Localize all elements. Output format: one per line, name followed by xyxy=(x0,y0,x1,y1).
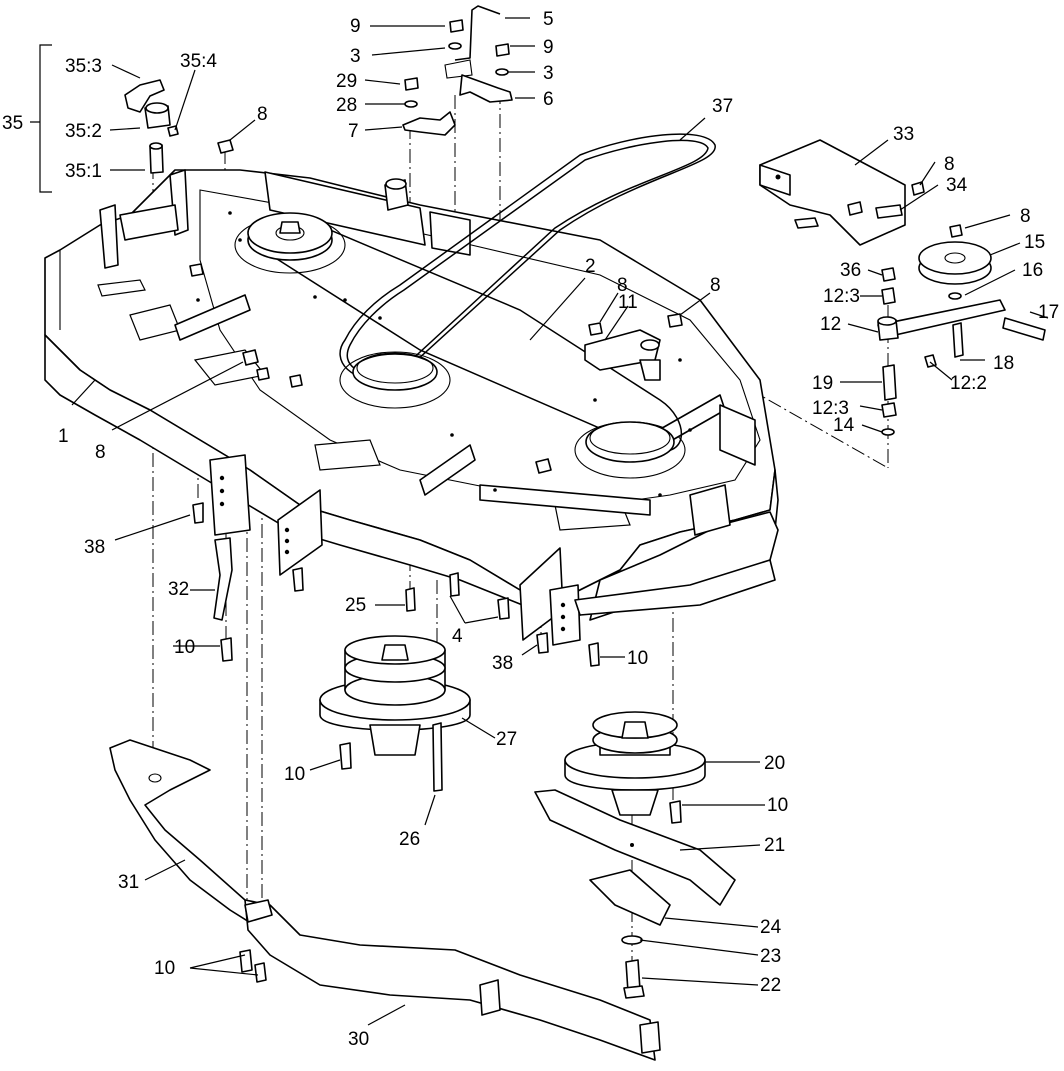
callout-4: 4 xyxy=(452,626,463,647)
callout-8e: 8 xyxy=(710,275,721,296)
callout-11: 11 xyxy=(618,292,638,313)
callout-37: 37 xyxy=(712,96,733,117)
callout-3b: 3 xyxy=(543,63,554,84)
callout-12: 12 xyxy=(820,314,841,335)
callout-35-2: 35:2 xyxy=(65,121,102,142)
callout-27: 27 xyxy=(496,729,517,750)
callout-7: 7 xyxy=(348,121,359,142)
callout-30: 30 xyxy=(348,1029,369,1050)
callout-36: 36 xyxy=(840,260,861,281)
callout-12-2: 12:2 xyxy=(950,373,987,394)
callout-3: 3 xyxy=(350,46,361,67)
callout-34: 34 xyxy=(946,175,968,196)
callout-10b: 10 xyxy=(627,648,648,669)
callout-8c: 8 xyxy=(1020,206,1031,227)
callout-10c: 10 xyxy=(284,764,305,785)
spindle-assembly-20 xyxy=(564,711,706,824)
callout-1: 1 xyxy=(58,426,69,447)
spindle-assembly-27 xyxy=(319,635,471,792)
callout-17: 17 xyxy=(1038,302,1059,323)
callout-33: 33 xyxy=(893,124,914,145)
callout-32: 32 xyxy=(168,579,189,600)
callout-26: 26 xyxy=(399,829,420,850)
callout-10e: 10 xyxy=(154,958,175,979)
callout-9b: 9 xyxy=(543,37,554,58)
callout-labels: 35 35:3 35:4 35:2 35:1 8 9 3 29 28 7 5 9… xyxy=(2,9,1059,1050)
blade-21 xyxy=(534,789,736,906)
callout-14: 14 xyxy=(833,415,855,436)
deck-bolts xyxy=(192,502,600,667)
callout-35: 35 xyxy=(2,113,23,134)
flange-nuts-8 xyxy=(189,139,683,474)
callout-10d: 10 xyxy=(767,795,788,816)
callout-2: 2 xyxy=(585,256,596,277)
blade-plate-24 xyxy=(589,869,671,926)
callout-6: 6 xyxy=(543,89,554,110)
rods-and-hardware xyxy=(402,5,513,136)
callout-21: 21 xyxy=(764,835,785,856)
callout-38: 38 xyxy=(84,537,105,558)
callout-5: 5 xyxy=(543,9,554,30)
leader-lines xyxy=(30,17,1049,1026)
callout-38b: 38 xyxy=(492,653,513,674)
idler-bracket-33 xyxy=(759,139,925,246)
deck-pulley-right xyxy=(585,421,675,463)
callout-35-1: 35:1 xyxy=(65,161,102,182)
washer-23-bolt-22 xyxy=(621,935,645,999)
callout-35-4: 35:4 xyxy=(180,51,217,72)
callout-12-3b: 12:3 xyxy=(812,398,849,419)
deck-idler-arm-11 xyxy=(584,329,661,381)
callout-8d: 8 xyxy=(617,275,628,296)
callout-31: 31 xyxy=(118,872,139,893)
callout-18: 18 xyxy=(993,353,1014,374)
callout-23: 23 xyxy=(760,946,781,967)
callout-12-3a: 12:3 xyxy=(823,286,860,307)
callout-22: 22 xyxy=(760,975,781,996)
deck-center-spindle-post xyxy=(384,178,409,211)
callout-15: 15 xyxy=(1024,232,1045,253)
callout-8f: 8 xyxy=(95,442,106,463)
baffle-30 xyxy=(239,899,661,1061)
callout-8b: 8 xyxy=(944,154,955,175)
idler-arm-assembly-12 xyxy=(877,224,1046,436)
callout-20: 20 xyxy=(764,753,785,774)
callout-35-3: 35:3 xyxy=(65,56,102,77)
callout-8: 8 xyxy=(257,104,268,125)
deck-pulley-left xyxy=(247,212,333,261)
callout-28: 28 xyxy=(336,95,357,116)
callout-16: 16 xyxy=(1022,260,1043,281)
callout-25: 25 xyxy=(345,595,366,616)
callout-24: 24 xyxy=(760,917,782,938)
bracket-32 xyxy=(213,537,233,621)
callout-9: 9 xyxy=(350,16,361,37)
hoc-knob-assembly-35 xyxy=(124,79,179,174)
deck-idler-center xyxy=(352,352,438,391)
callout-10a: 10 xyxy=(174,637,195,658)
callout-29: 29 xyxy=(336,71,357,92)
callout-19: 19 xyxy=(812,373,833,394)
